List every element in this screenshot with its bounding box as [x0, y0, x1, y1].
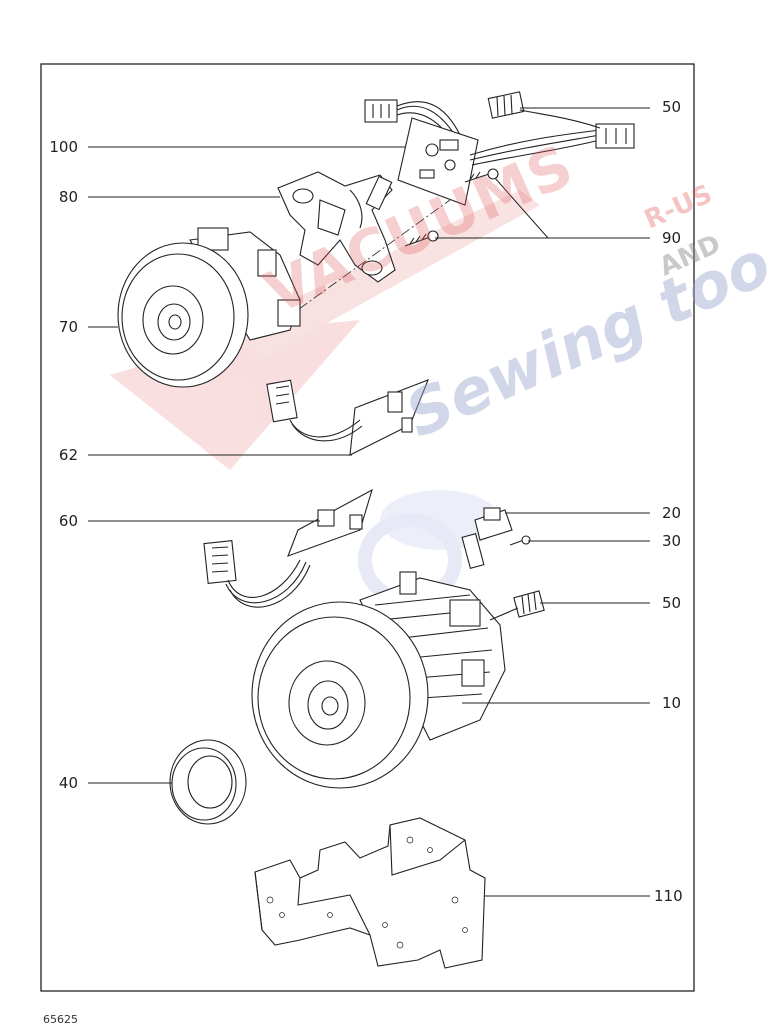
connector-right	[595, 123, 635, 149]
part-20-brush-holder	[461, 507, 513, 569]
part-10-main-motor	[251, 571, 519, 789]
callout-label-60: 60	[58, 512, 78, 530]
part-110-foam-insert	[254, 817, 486, 969]
part-70-motor	[117, 227, 301, 388]
callout-label-62: 62	[58, 446, 78, 464]
callout-label-80: 80	[58, 188, 78, 206]
part-90-screws	[404, 168, 499, 247]
part-40-seal-ring	[169, 739, 247, 825]
callout-label-110: 110	[654, 887, 683, 905]
part-50-mid-connector	[513, 590, 545, 618]
callout-label-10: 10	[662, 694, 682, 712]
part-30-screw	[509, 535, 531, 546]
part-80-bracket	[277, 171, 396, 283]
callout-label-90: 90	[662, 229, 682, 247]
part-60-board	[203, 488, 373, 608]
leader-lines	[88, 107, 650, 897]
diagram-frame	[40, 63, 695, 992]
part-50-top-connector	[487, 91, 525, 119]
callout-label-50-top: 50	[662, 98, 682, 116]
part-100-circuit-board	[364, 91, 635, 206]
callout-label-40: 40	[58, 774, 78, 792]
drawing-code: 65625	[43, 1013, 78, 1026]
callout-label-20: 20	[662, 504, 682, 522]
callout-label-70: 70	[58, 318, 78, 336]
part-62-board	[266, 379, 429, 456]
callout-label-100: 100	[49, 138, 78, 156]
callout-label-50-mid: 50	[662, 594, 682, 612]
callout-label-30: 30	[662, 532, 682, 550]
